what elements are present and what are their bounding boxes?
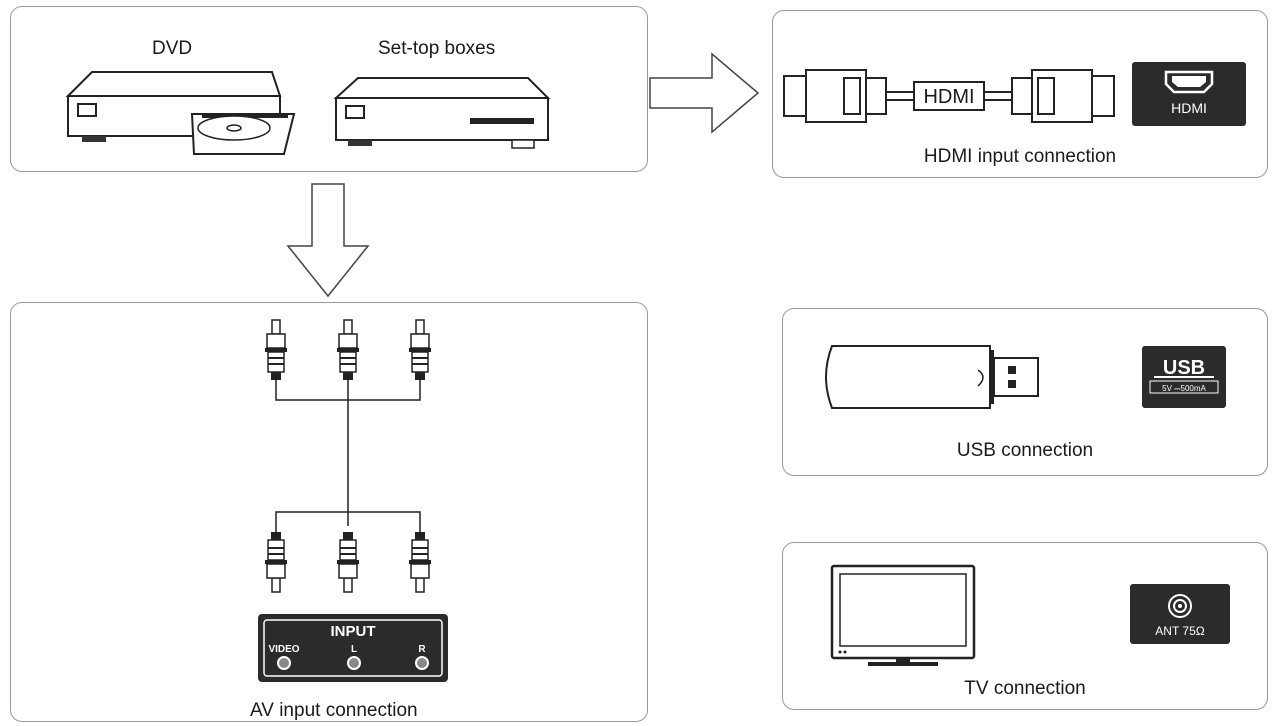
hdmi-caption: HDMI input connection (923, 146, 1117, 167)
antenna-port-icon: ANT 75Ω (1130, 584, 1230, 644)
hdmi-port-icon: HDMI (1132, 62, 1246, 126)
usb-stick-icon (825, 345, 1039, 409)
set-top-box-label: Set-top boxes (378, 38, 496, 59)
av-port-r-label: R (418, 644, 426, 655)
av-caption: AV input connection (250, 700, 418, 721)
hdmi-cable-label: HDMI (923, 86, 974, 108)
arrow-down-icon (286, 183, 370, 298)
usb-port-icon: USB 5V ⎓500mA (1142, 346, 1226, 408)
rca-plug-icon (265, 319, 287, 380)
tv-icon (830, 564, 976, 666)
dvd-player-icon (65, 71, 296, 155)
hdmi-port-label: HDMI (1171, 100, 1207, 116)
hdmi-cable-icon: HDMI (783, 69, 1115, 123)
av-port-l-label: L (351, 644, 357, 655)
arrow-right-icon (649, 52, 760, 134)
av-cable-icon (265, 319, 431, 593)
set-top-box-icon (333, 77, 551, 149)
usb-port-rating: 5V ⎓500mA (1162, 384, 1206, 393)
dvd-label: DVD (152, 38, 193, 59)
antenna-port-label: ANT 75Ω (1155, 624, 1204, 638)
usb-port-title: USB (1163, 357, 1205, 379)
usb-caption: USB connection (956, 440, 1094, 461)
av-port-title: INPUT (331, 623, 376, 640)
av-port-video-label: VIDEO (268, 644, 299, 655)
av-input-port-icon: INPUT VIDEO L R (258, 614, 448, 682)
tv-caption: TV connection (964, 678, 1086, 699)
